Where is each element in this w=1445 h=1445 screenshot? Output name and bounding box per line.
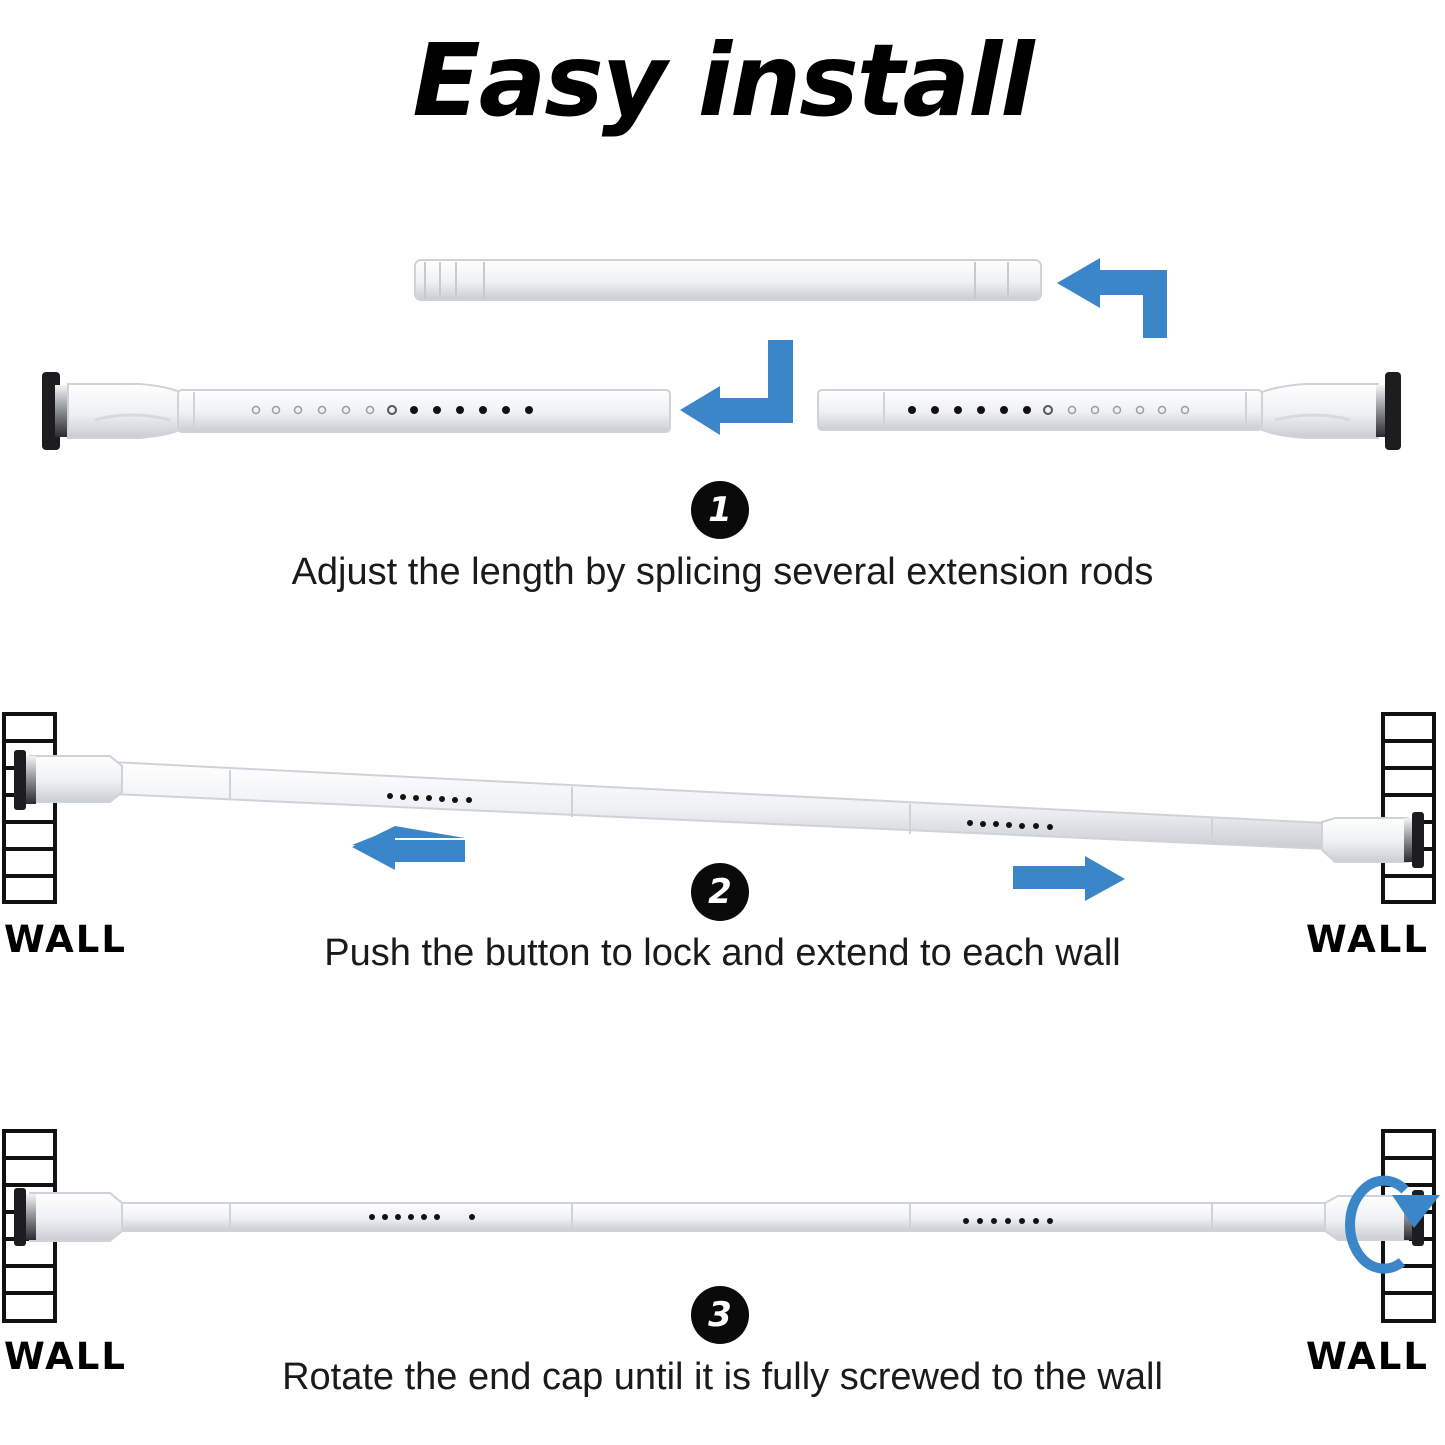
arrow-icon bbox=[1057, 258, 1167, 338]
wall-label-left: WALL bbox=[4, 918, 127, 961]
tension-rod-extending bbox=[14, 750, 1424, 868]
arrow-right-icon bbox=[1013, 856, 1125, 901]
step-2-badge: 2 bbox=[691, 863, 749, 921]
extension-rod bbox=[414, 259, 1042, 301]
step-2-caption: Push the button to lock and extend to ea… bbox=[324, 932, 1121, 974]
page-title: Easy install bbox=[412, 22, 1034, 139]
step-1-badge: 1 bbox=[691, 481, 749, 539]
wall-left bbox=[2, 712, 57, 904]
arrow-icon bbox=[680, 340, 793, 435]
wall-label-right: WALL bbox=[1306, 918, 1429, 961]
tension-rod-installed bbox=[14, 1188, 1424, 1246]
arrow-left-icon bbox=[352, 826, 465, 870]
step-3-caption: Rotate the end cap until it is fully scr… bbox=[282, 1356, 1163, 1398]
wall-label-right: WALL bbox=[1306, 1335, 1429, 1378]
step-1-caption: Adjust the length by splicing several ex… bbox=[291, 551, 1154, 593]
wall-right bbox=[1381, 712, 1436, 904]
right-rod-half bbox=[817, 372, 1401, 450]
wall-label-left: WALL bbox=[4, 1335, 127, 1378]
rotate-arrow-icon bbox=[1345, 1175, 1440, 1274]
step-3-badge: 3 bbox=[691, 1286, 749, 1344]
left-rod-half bbox=[42, 372, 671, 450]
